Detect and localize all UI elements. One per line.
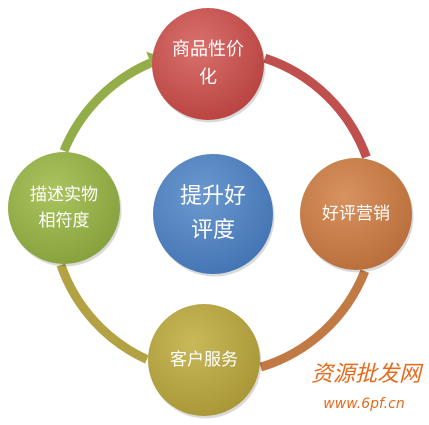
watermark-url: www.6pf.cn: [323, 396, 404, 412]
node-bottom: 客户服务: [148, 304, 262, 419]
node-label-right-line-1: 好评营销: [322, 204, 390, 224]
node-circle-bottom: [148, 304, 260, 416]
node-label-left-line-1: 描述实物: [30, 185, 98, 205]
node-label-left-line-2: 相符度: [39, 211, 90, 231]
arc-layer: [56, 51, 371, 372]
node-circle-top: [152, 8, 264, 120]
node-circle-right: [300, 158, 412, 270]
arc-bottom-to-left: [56, 263, 149, 364]
node-label-center-line-1: 提升好: [180, 184, 246, 209]
arc-right-to-bottom: [259, 269, 369, 372]
node-right: 好评营销: [300, 158, 414, 273]
watermark: 资源批发网 www.6pf.cn: [311, 362, 424, 412]
watermark-title: 资源批发网: [311, 362, 424, 387]
arc-left-to-top: [59, 58, 153, 153]
node-label-center-line-2: 评度: [191, 218, 235, 243]
node-circle-left: [8, 152, 120, 264]
node-label-top-line-2: 化: [199, 67, 217, 88]
arc-top-to-right: [263, 53, 371, 159]
node-label-bottom-line-1: 客户服务: [170, 350, 238, 370]
node-circle-center: [153, 154, 273, 274]
node-label-top-line-1: 商品性价: [172, 39, 244, 60]
